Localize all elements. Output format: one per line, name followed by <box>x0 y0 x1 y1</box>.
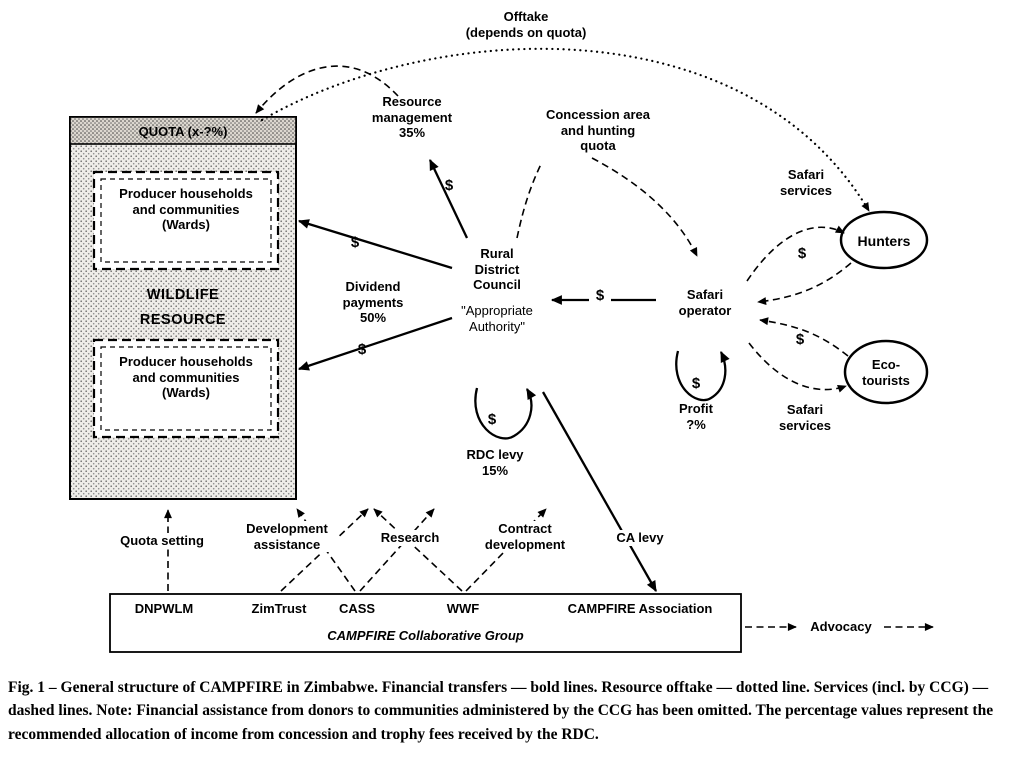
ecotourists-payment-arrow <box>759 317 849 357</box>
producer-box-top-inner <box>100 178 272 263</box>
ecotourists-label: Eco- tourists <box>862 357 910 388</box>
quota-setting-label: Quota setting <box>110 533 214 549</box>
dividend-arrow-bottom <box>297 316 453 371</box>
hunters-label: Hunters <box>857 233 911 249</box>
producer-box-bottom-inner <box>100 346 272 431</box>
ccg-member-cass: CASS <box>338 601 376 616</box>
ca-levy-label: CA levy <box>608 530 672 546</box>
hunters-ellipse <box>839 210 929 270</box>
safari-services-hunters-label: Safari services <box>779 167 833 198</box>
rdc-role-label: "Appropriate Authority" <box>461 303 533 334</box>
concession-arrow <box>591 157 698 257</box>
concession-link <box>516 161 543 239</box>
ccg-member-zimtrust: ZimTrust <box>251 601 307 616</box>
safari-services-eco-label: Safari services <box>778 402 832 433</box>
dividend-arrow-top <box>297 219 453 270</box>
safari-operator-label: Safari operator <box>678 287 732 318</box>
resource-management-arrow <box>428 159 469 239</box>
ccg-service-arrow-3 <box>359 508 435 592</box>
dollar-sign-hunters: $ <box>797 245 807 262</box>
producer-box-top <box>92 170 280 271</box>
hunters-payment-arrow <box>757 262 852 306</box>
rdc-levy-label: RDC levy 15% <box>466 447 524 478</box>
development-assistance-label: Development assistance <box>235 521 339 553</box>
dollar-sign-ecotourists: $ <box>795 331 805 348</box>
wildlife-resource-label: WILDLIFE RESOURCE <box>139 287 227 328</box>
ca-levy-arrow <box>541 391 658 592</box>
ccg-service-arrow-4 <box>373 508 463 592</box>
ccg-box <box>109 593 742 653</box>
services-to-hunters-arrow <box>746 225 845 282</box>
dollar-sign-dividend-top: $ <box>350 234 360 251</box>
resource-management-label: Resource management 35% <box>371 94 453 141</box>
quota-label: QUOTA (x-?%) <box>138 124 228 139</box>
dividend-label: Dividend payments 50% <box>342 279 404 326</box>
profit-loop <box>675 350 730 402</box>
producer-bottom-label: Producer households and communities (War… <box>119 354 253 401</box>
figure-caption: Fig. 1 – General structure of CAMPFIRE i… <box>8 679 994 743</box>
ccg-member-dnpwlm: DNPWLM <box>134 601 194 616</box>
rdc-levy-loop <box>474 387 537 440</box>
dollar-sign-resource: $ <box>444 177 454 194</box>
services-to-ecotourists-arrow <box>748 342 847 393</box>
dollar-sign-dividend-bottom: $ <box>357 341 367 358</box>
quota-allocation-arrow <box>255 65 399 114</box>
offtake-label: Offtake (depends on quota) <box>465 9 587 40</box>
advocacy-label: Advocacy <box>810 619 872 634</box>
ccg-group-label: CAMPFIRE Collaborative Group <box>327 628 524 643</box>
ecotourists-ellipse <box>843 339 929 405</box>
concession-label: Concession area and hunting quota <box>545 107 651 154</box>
contract-development-label: Contract development <box>473 521 577 553</box>
producer-top-label: Producer households and communities (War… <box>119 186 253 233</box>
ccg-member-wwf: WWF <box>446 601 480 616</box>
dollar-sign-operator: $ <box>589 287 611 305</box>
producer-box-bottom <box>92 338 280 439</box>
rdc-label: Rural District Council <box>473 246 521 293</box>
dollar-sign-rdc-levy: $ <box>487 411 497 428</box>
research-label: Research <box>372 530 448 546</box>
dollar-sign-profit: $ <box>691 375 701 392</box>
profit-label: Profit ?% <box>679 401 713 432</box>
ccg-member-campfire-association: CAMPFIRE Association <box>567 601 713 616</box>
quota-band <box>69 116 297 145</box>
